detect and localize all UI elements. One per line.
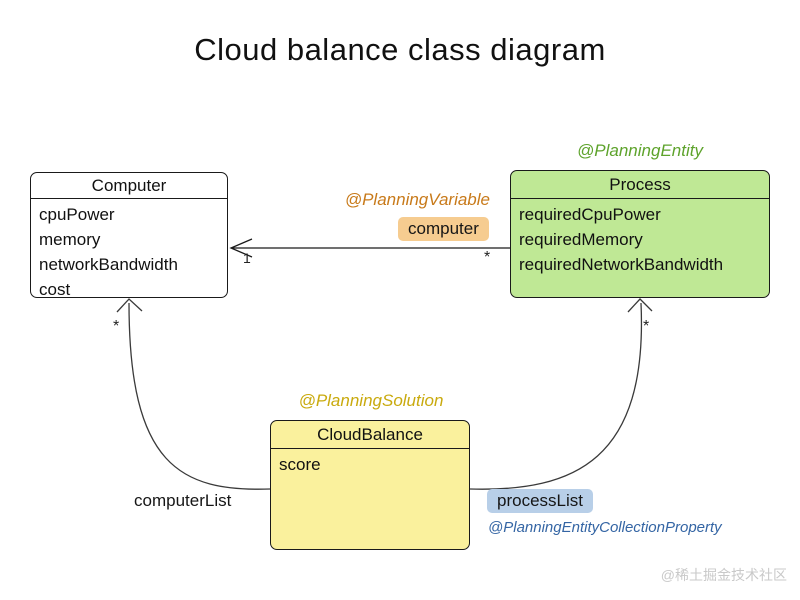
role-label-process-list: processList [487, 489, 593, 513]
attribute-list-cloudbalance: score [271, 449, 469, 477]
class-name-process: Process [511, 171, 769, 199]
annotation-planning-solution: @PlanningSolution [298, 391, 444, 410]
multiplicity-process-end: * [484, 249, 491, 266]
role-label-process-list-text: processList [487, 489, 593, 513]
attribute-required-network-bandwidth: requiredNetworkBandwidth [519, 255, 724, 274]
arrowhead-process-list-icon [627, 298, 653, 313]
association-process-list-curve [469, 302, 643, 490]
attribute-required-memory: requiredMemory [519, 230, 643, 249]
multiplicity-process-list: * [643, 318, 650, 335]
class-box-computer: Computer cpuPower memory networkBandwidt… [30, 172, 228, 299]
attribute-cpu-power: cpuPower [39, 205, 115, 224]
attribute-network-bandwidth: networkBandwidth [39, 255, 178, 274]
annotation-planning-entity-collection-property: @PlanningEntityCollectionProperty [488, 519, 722, 536]
class-name-computer: Computer [31, 173, 227, 199]
role-label-computer: computer [398, 217, 489, 241]
multiplicity-computer-list: * [113, 318, 120, 335]
diagram-title: Cloud balance class diagram [194, 32, 606, 67]
annotation-planning-variable: @PlanningVariable [344, 190, 490, 209]
class-box-cloudbalance: CloudBalance score [270, 420, 470, 550]
multiplicity-computer-end: 1 [243, 250, 251, 266]
attribute-memory: memory [39, 230, 101, 249]
annotation-planning-entity: @PlanningEntity [577, 141, 703, 160]
association-computer-list-curve [128, 302, 271, 490]
role-label-computer-text: computer [398, 217, 489, 241]
watermark: @稀土掘金技术社区 [660, 567, 787, 583]
attribute-list-process: requiredCpuPower requiredMemory required… [511, 199, 769, 277]
class-name-cloudbalance: CloudBalance [271, 421, 469, 449]
attribute-list-computer: cpuPower memory networkBandwidth cost [31, 199, 227, 302]
role-label-computer-list: computerList [134, 491, 232, 510]
attribute-score: score [279, 455, 321, 474]
attribute-required-cpu-power: requiredCpuPower [519, 205, 661, 224]
attribute-cost: cost [39, 280, 71, 299]
class-box-process: Process requiredCpuPower requiredMemory … [510, 170, 770, 298]
